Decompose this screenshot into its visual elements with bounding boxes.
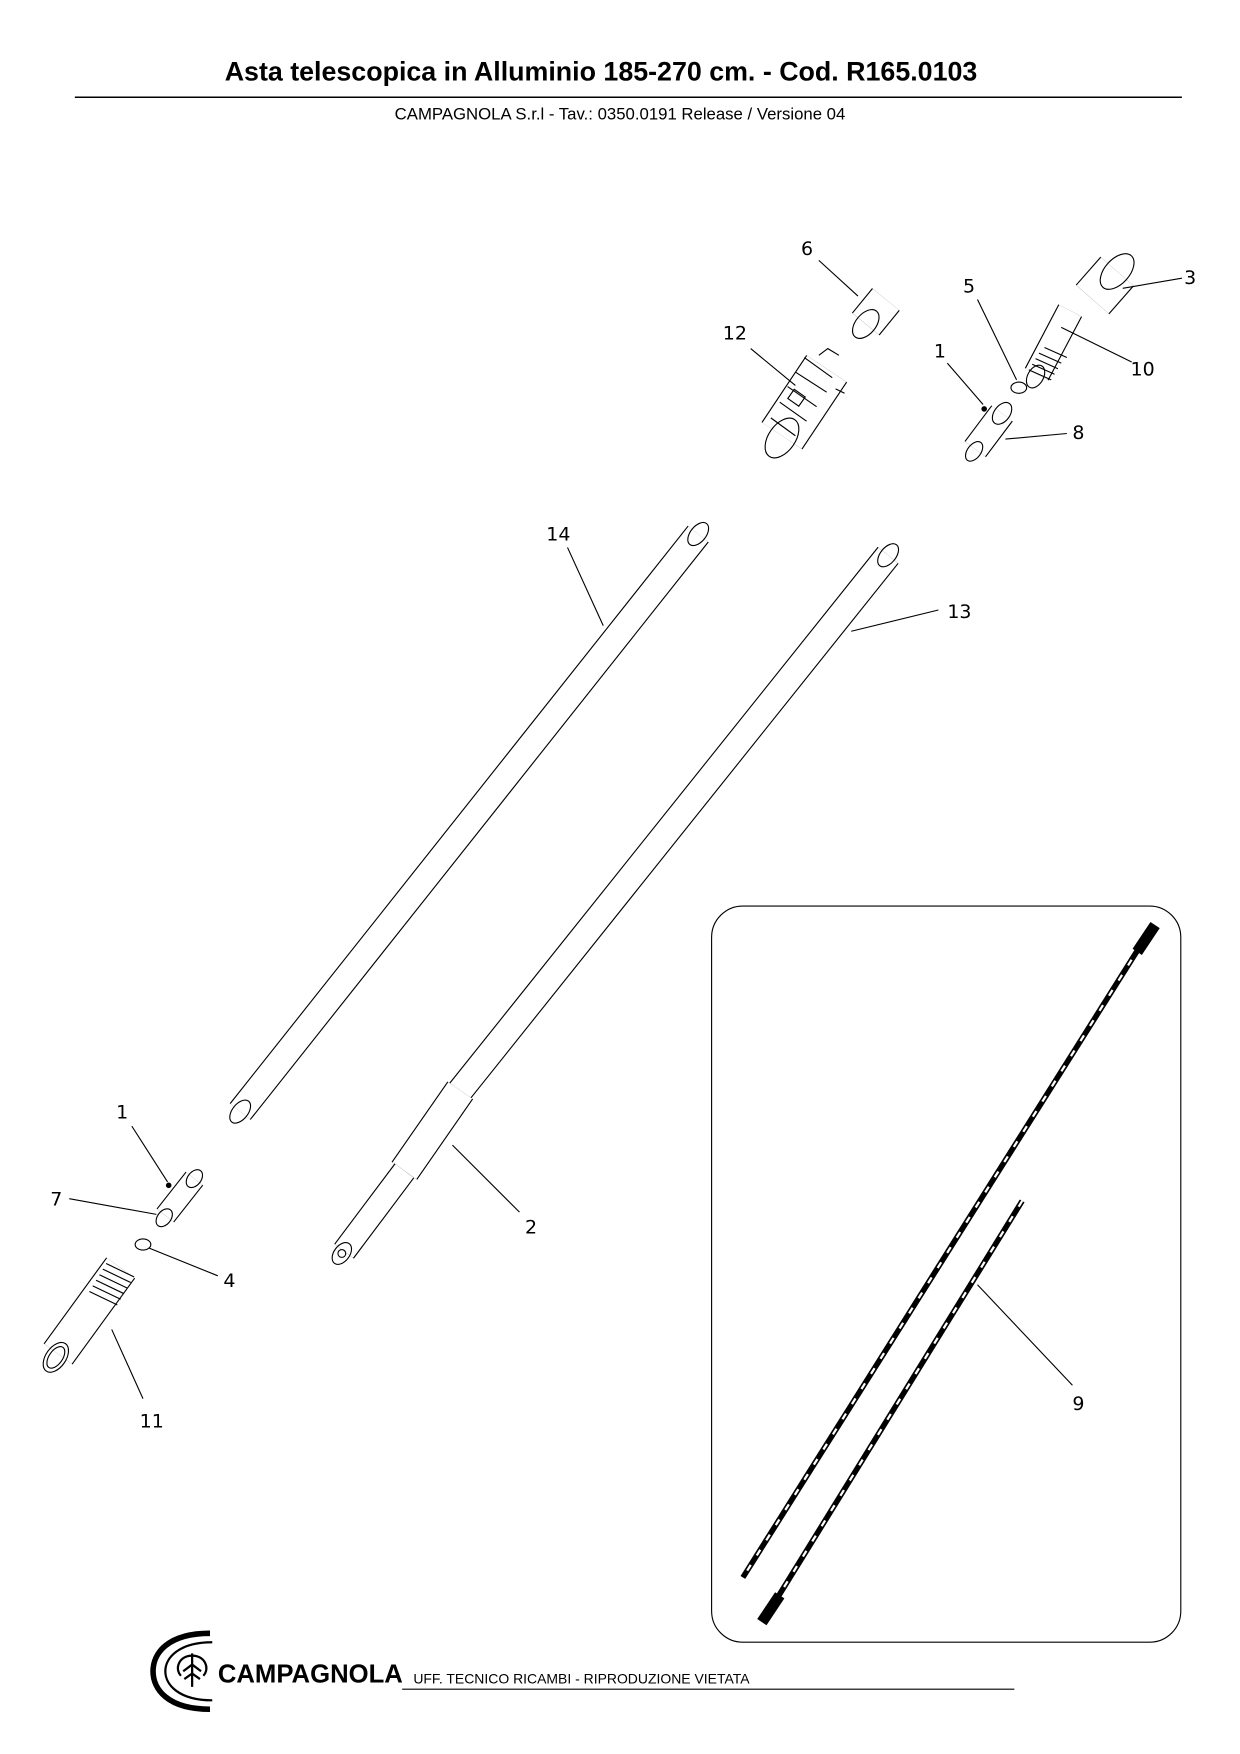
callout-10: 10 xyxy=(1131,358,1155,380)
callout-1-bottom: 1 xyxy=(116,1101,128,1123)
page-title: Asta telescopica in Alluminio 185-270 cm… xyxy=(225,56,978,86)
footer-notice: UFF. TECNICO RICAMBI - RIPRODUZIONE VIET… xyxy=(413,1671,750,1687)
part-6-cap xyxy=(851,288,900,339)
part-4-ring xyxy=(134,1238,152,1251)
callout-11: 11 xyxy=(140,1411,164,1433)
part-12-lock-collar xyxy=(761,347,848,459)
callout-6: 6 xyxy=(801,238,813,260)
part-14-tube xyxy=(229,521,710,1124)
part-11-threaded-sleeve xyxy=(42,1257,136,1373)
callout-5: 5 xyxy=(963,276,975,298)
callout-12: 12 xyxy=(723,323,747,345)
callout-4: 4 xyxy=(223,1270,235,1292)
part-10-threaded-bush xyxy=(1024,304,1083,389)
part-7-pin-holder xyxy=(155,1169,204,1228)
part-2-sleeve xyxy=(331,1081,474,1265)
footer-brand: CAMPAGNOLA xyxy=(218,1660,403,1688)
part-13-tube xyxy=(441,543,900,1109)
part-8-pin-holder xyxy=(964,401,1013,462)
callout-1-top: 1 xyxy=(934,341,946,363)
campagnola-logo xyxy=(150,1630,213,1713)
inset-frame xyxy=(711,905,1182,1643)
callout-13: 13 xyxy=(947,601,971,623)
part-5-ring xyxy=(1010,381,1028,394)
page-subtitle: CAMPAGNOLA S.r.l - Tav.: 0350.0191 Relea… xyxy=(395,105,846,124)
callouts: 6 12 5 3 1 10 8 14 13 1 7 2 4 11 9 xyxy=(50,238,1196,1433)
callout-3: 3 xyxy=(1184,267,1196,289)
part-9-rods xyxy=(740,921,1160,1626)
part-1-pin-bottom xyxy=(165,1182,172,1189)
callout-7: 7 xyxy=(50,1188,62,1210)
part-1-pin-top xyxy=(981,406,987,412)
callout-14: 14 xyxy=(546,524,570,546)
callout-2: 2 xyxy=(525,1216,537,1238)
callout-8: 8 xyxy=(1072,422,1084,444)
callout-9: 9 xyxy=(1072,1393,1084,1415)
part-3-end-cap xyxy=(1075,253,1135,315)
